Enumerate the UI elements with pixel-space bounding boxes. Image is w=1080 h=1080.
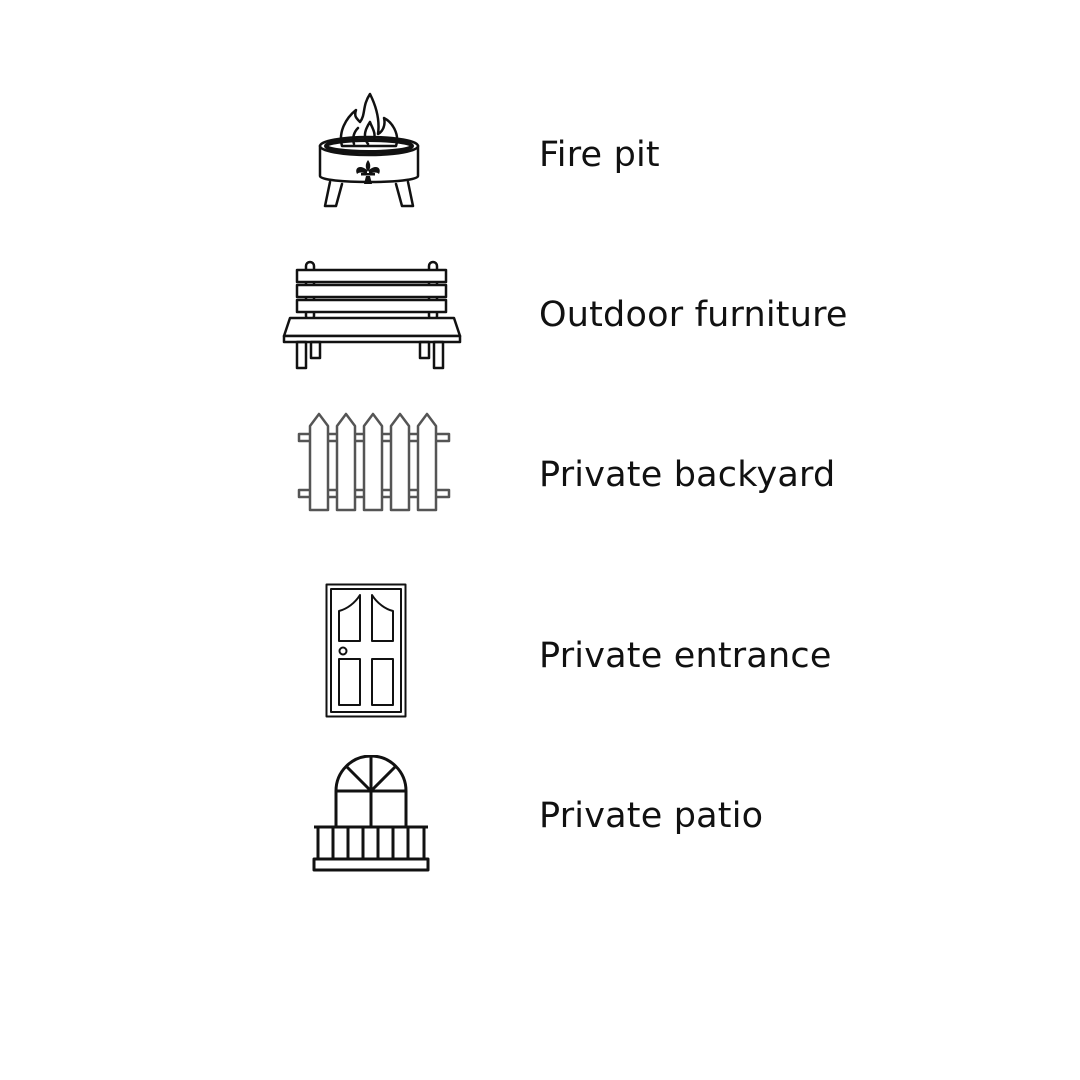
amenity-label-fire-pit: Fire pit bbox=[539, 135, 660, 175]
bench-icon bbox=[282, 260, 462, 370]
amenity-label-private-entrance: Private entrance bbox=[539, 636, 832, 676]
amenity-label-private-backyard: Private backyard bbox=[539, 455, 836, 495]
door-icon bbox=[325, 583, 407, 718]
amenity-label-outdoor-furniture: Outdoor furniture bbox=[539, 295, 848, 335]
fence-icon bbox=[297, 412, 451, 512]
fire-pit-icon bbox=[318, 92, 420, 208]
amenity-label-private-patio: Private patio bbox=[539, 796, 764, 836]
balcony-icon bbox=[312, 755, 430, 872]
